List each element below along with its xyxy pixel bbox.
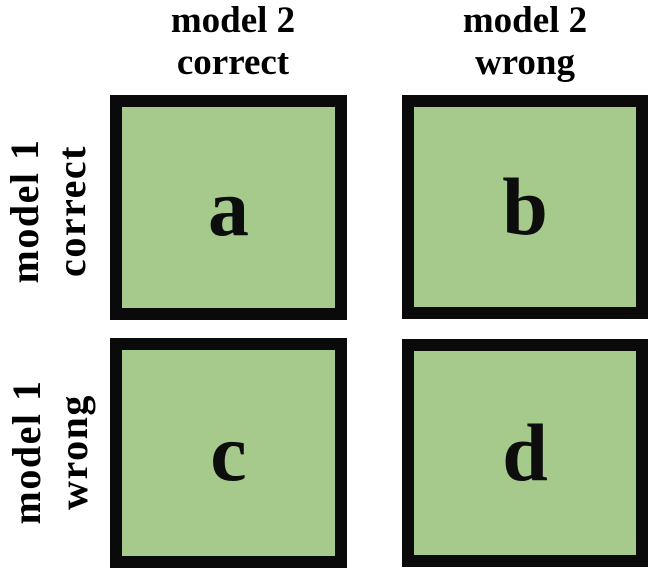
cell-c-label: c <box>210 407 247 498</box>
column-header-line: model 2 <box>462 0 588 41</box>
cell-d-label: d <box>502 407 548 498</box>
cell-a-label: a <box>208 161 249 253</box>
row-header-line: model 1 <box>2 138 47 284</box>
column-header-model2-correct: model 2 correct <box>171 0 295 84</box>
column-header-line: wrong <box>474 42 576 83</box>
cell-a: a <box>110 95 347 320</box>
row-header-model1-wrong: model 1 wrong <box>3 380 97 525</box>
row-header-line: correct <box>49 145 94 277</box>
cell-c: c <box>110 338 347 568</box>
row-header-line: wrong <box>51 394 96 510</box>
cell-d: d <box>402 339 648 567</box>
cell-b: b <box>402 95 648 319</box>
column-header-line: correct <box>176 42 290 83</box>
row-header-model1-correct: model 1 correct <box>1 139 95 284</box>
column-header-line: model 2 <box>170 0 296 41</box>
row-header-line: model 1 <box>4 379 49 525</box>
column-header-model2-wrong: model 2 wrong <box>463 0 587 84</box>
cell-b-label: b <box>502 161 548 252</box>
